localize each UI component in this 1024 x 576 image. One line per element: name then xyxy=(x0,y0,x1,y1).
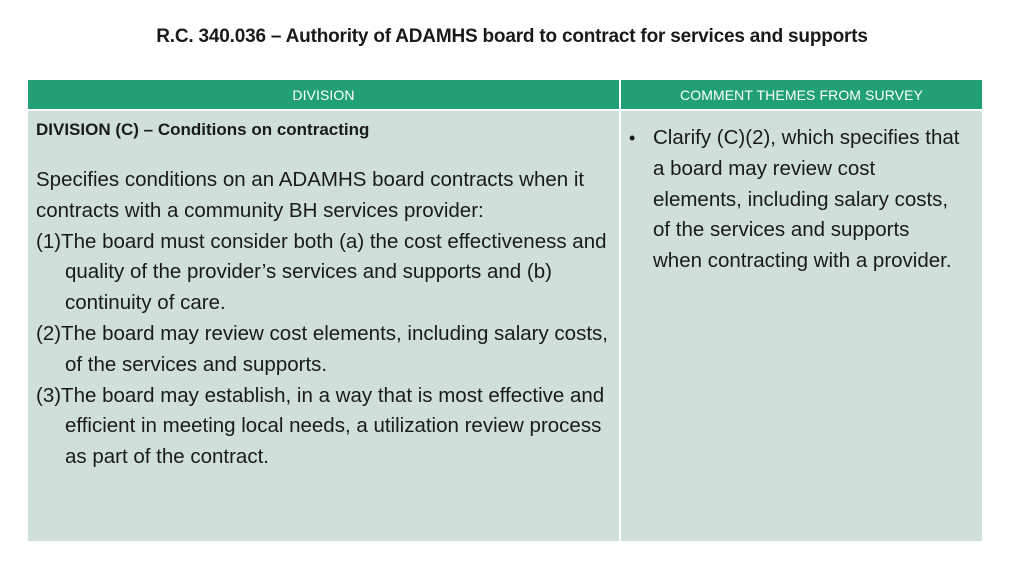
division-heading: DIVISION (C) – Conditions on contracting xyxy=(36,120,370,139)
comment-themes-cell: • Clarify (C)(2), which specifies that a… xyxy=(621,111,982,541)
themes-list: • Clarify (C)(2), which specifies that a… xyxy=(629,123,972,277)
division-intro: Specifies conditions on an ADAMHS board … xyxy=(36,168,585,222)
condition-item: (2)The board may review cost elements, i… xyxy=(36,321,608,376)
condition-item: (1)The board must consider both (a) the … xyxy=(36,229,607,315)
theme-text: Clarify (C)(2), which specifies that a b… xyxy=(653,126,960,273)
condition-item: (3)The board may establish, in a way tha… xyxy=(36,383,605,469)
comparison-table: DIVISION COMMENT THEMES FROM SURVEY DIVI… xyxy=(28,80,982,541)
header-comment-themes: COMMENT THEMES FROM SURVEY xyxy=(621,80,982,109)
theme-item: • Clarify (C)(2), which specifies that a… xyxy=(629,123,972,277)
conditions-list: (1)The board must consider both (a) the … xyxy=(36,227,609,473)
page-title: R.C. 340.036 – Authority of ADAMHS board… xyxy=(156,26,868,47)
header-division: DIVISION xyxy=(28,80,619,109)
bullet-icon: • xyxy=(629,128,636,148)
division-cell: DIVISION (C) – Conditions on contracting… xyxy=(28,111,619,541)
